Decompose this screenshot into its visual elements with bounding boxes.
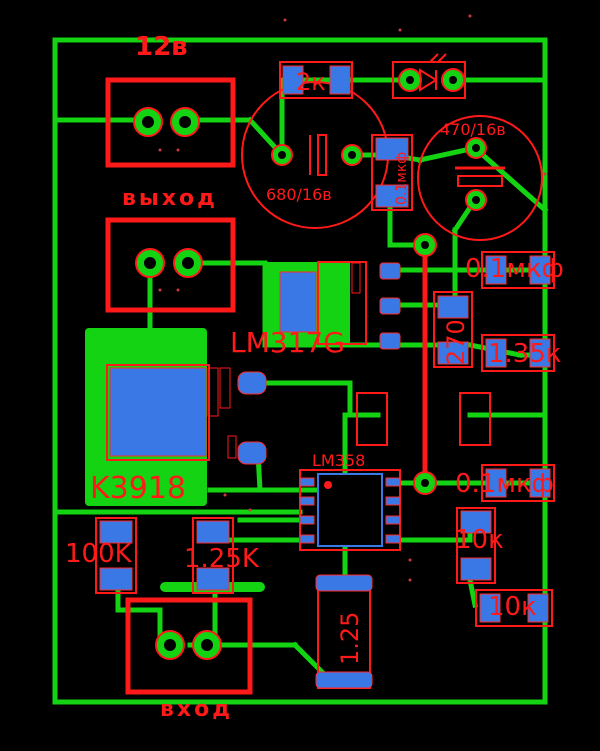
- mosfet-small-text-2: [219, 367, 231, 409]
- label-cap-01-mid: 0.1мкф: [455, 469, 554, 499]
- label-lm358: LM358: [312, 451, 365, 470]
- silkscreen: [105, 77, 253, 695]
- label-k3918: K3918: [90, 471, 186, 506]
- cap-470-outline: [417, 115, 543, 241]
- through-hole-drills: [142, 76, 480, 651]
- pin1-dot: [324, 481, 332, 489]
- label-res-2k: 2к: [296, 68, 326, 96]
- mosfet-small-text: [207, 367, 219, 417]
- reg-small-text: [351, 262, 361, 294]
- label-res-10k-a: 10к: [455, 525, 504, 555]
- cap-680-plate-b: [317, 134, 327, 176]
- label-cap-01-right: 0.1мкф: [465, 254, 564, 284]
- label-res-270: 270: [442, 319, 470, 365]
- label-cap-470: 470/16в: [440, 120, 506, 139]
- label-res-10k-b: 10к: [488, 592, 537, 622]
- label-cap-680: 680/16в: [266, 185, 332, 204]
- label-res-135k: 1.35к: [488, 339, 562, 369]
- label-res-100k: 100K: [65, 539, 133, 569]
- label-lm317: LM317G: [230, 326, 345, 359]
- label-res-125: 1.25: [336, 612, 364, 665]
- label-12v: 12в: [135, 32, 188, 62]
- label-cap-01-small: 0.1мкф: [394, 152, 410, 205]
- label-res-125k: 1.25K: [184, 544, 260, 574]
- silk-dots: [158, 14, 547, 582]
- cap-470-body: [457, 175, 503, 187]
- label-input: вход: [160, 697, 233, 722]
- pad-small-text: [227, 435, 237, 459]
- label-output: выход: [122, 186, 218, 211]
- smd-pads: [99, 65, 551, 689]
